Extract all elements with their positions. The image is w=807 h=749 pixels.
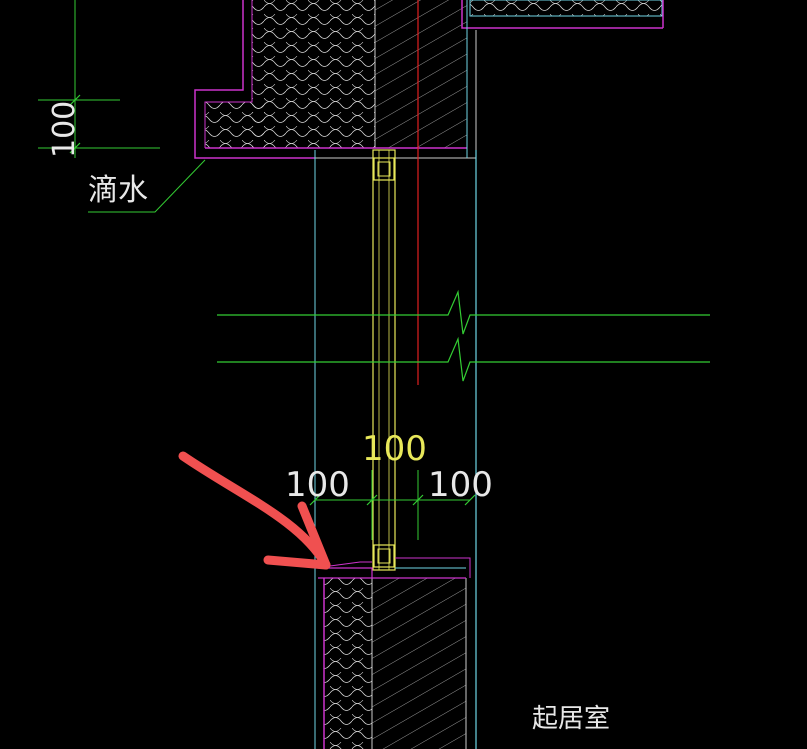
drip-outline xyxy=(194,0,315,159)
upper-insulation xyxy=(252,0,375,148)
dim-right-offset: 100 xyxy=(428,465,493,505)
break-lines xyxy=(217,289,710,382)
upper-wall xyxy=(194,0,664,159)
room-name: 起居室 xyxy=(532,704,610,734)
lower-insulation xyxy=(324,578,372,749)
red-arrow-icon xyxy=(178,451,331,570)
zigzag-break-icon xyxy=(217,289,710,335)
lower-wall xyxy=(318,557,471,749)
top-slab xyxy=(469,0,663,17)
window-sill-profile xyxy=(373,544,395,568)
lower-concrete xyxy=(372,578,466,749)
dim-left-offset: 100 xyxy=(285,465,350,505)
dim-window-width: 100 xyxy=(362,429,427,469)
window-head-profile xyxy=(373,157,395,181)
drip-insulation xyxy=(205,102,265,148)
window-frame xyxy=(372,149,396,571)
dim-drip-height: 100 xyxy=(47,101,82,158)
window-dimensions: 100 100 100 xyxy=(285,429,493,540)
drip-dimension: 100 xyxy=(38,0,160,158)
drip-leader: 滴水 xyxy=(88,159,206,213)
drip-label: 滴水 xyxy=(88,173,148,208)
upper-concrete xyxy=(375,0,467,148)
